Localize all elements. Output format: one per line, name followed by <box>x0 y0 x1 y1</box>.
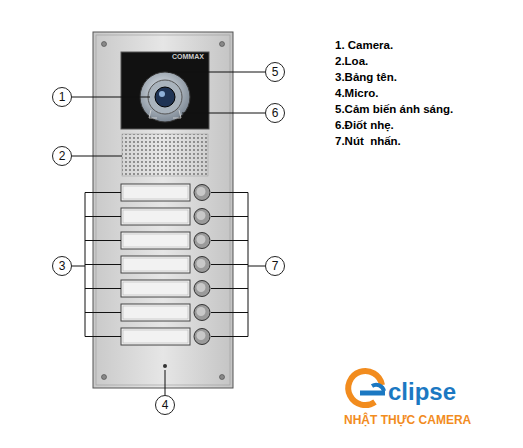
panel-body <box>93 32 233 388</box>
legend-item: 4.Micro. <box>335 88 378 100</box>
callout-circle: 5 <box>265 62 285 82</box>
leader-lines <box>72 72 265 395</box>
speaker-grille <box>122 134 208 176</box>
callout-number: 1 <box>59 91 66 103</box>
callout-circle: 3 <box>52 256 72 276</box>
name-plates <box>121 184 210 345</box>
logo-text: clipse <box>388 380 456 404</box>
brand-mark: COMMAX <box>172 53 204 60</box>
legend-item: 1. Camera. <box>335 40 393 52</box>
callout-circle: 2 <box>52 146 72 166</box>
screw <box>102 42 225 380</box>
callout-number: 3 <box>59 260 66 272</box>
callout-number: 5 <box>272 66 279 78</box>
callout-circle: 4 <box>155 395 175 415</box>
camera-window <box>121 52 209 129</box>
logo-mark <box>348 371 385 405</box>
legend-item: 2.Loa. <box>335 56 368 68</box>
legend-item: 5.Cảm biến ánh sáng. <box>335 104 453 116</box>
logo-subtitle: NHẬT THỰC CAMERA <box>344 414 471 426</box>
callout-number: 6 <box>272 107 279 119</box>
callout-number: 7 <box>272 260 279 272</box>
callout-circle: 1 <box>52 87 72 107</box>
callout-number: 2 <box>59 150 66 162</box>
microphone-hole <box>163 364 167 368</box>
callout-circle: 6 <box>265 103 285 123</box>
callout-number: 4 <box>162 399 169 411</box>
legend-item: 6.Điốt nhẹ. <box>335 120 394 132</box>
callout-circle: 7 <box>265 256 285 276</box>
legend-item: 3.Bảng tên. <box>335 72 397 84</box>
legend-item: 7.Nút nhấn. <box>335 136 401 148</box>
